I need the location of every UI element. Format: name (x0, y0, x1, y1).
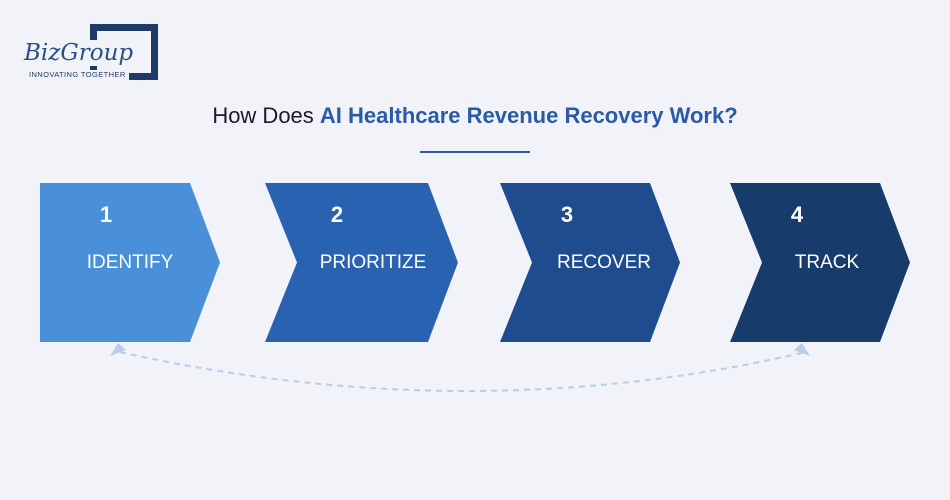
loop-arrow (119, 351, 807, 392)
step-label: IDENTIFY (87, 252, 174, 273)
title-prefix: How Does (212, 103, 320, 128)
title-underline (420, 151, 530, 153)
step-label: PRIORITIZE (320, 252, 427, 273)
step-number: 1 (100, 202, 112, 227)
step-chevron (40, 183, 220, 342)
step-label: TRACK (795, 252, 860, 273)
loop-arrowhead-right (794, 343, 810, 356)
step-number: 3 (561, 202, 573, 227)
title-highlight: AI Healthcare Revenue Recovery Work? (319, 103, 738, 128)
bizgroup-logo: BizGroup INNOVATING TOGETHER (24, 24, 159, 84)
page-title: How Does AI Healthcare Revenue Recovery … (0, 103, 950, 129)
step-number: 4 (791, 202, 804, 227)
logo-tagline: INNOVATING TOGETHER (29, 70, 129, 80)
step-chevron (265, 183, 458, 342)
step-number: 2 (331, 202, 343, 227)
step-chevron (500, 183, 680, 342)
logo-name: BizGroup (24, 40, 137, 66)
step-label: RECOVER (557, 252, 651, 273)
loop-arrowhead-left (110, 343, 126, 356)
step-chevron (730, 183, 910, 342)
